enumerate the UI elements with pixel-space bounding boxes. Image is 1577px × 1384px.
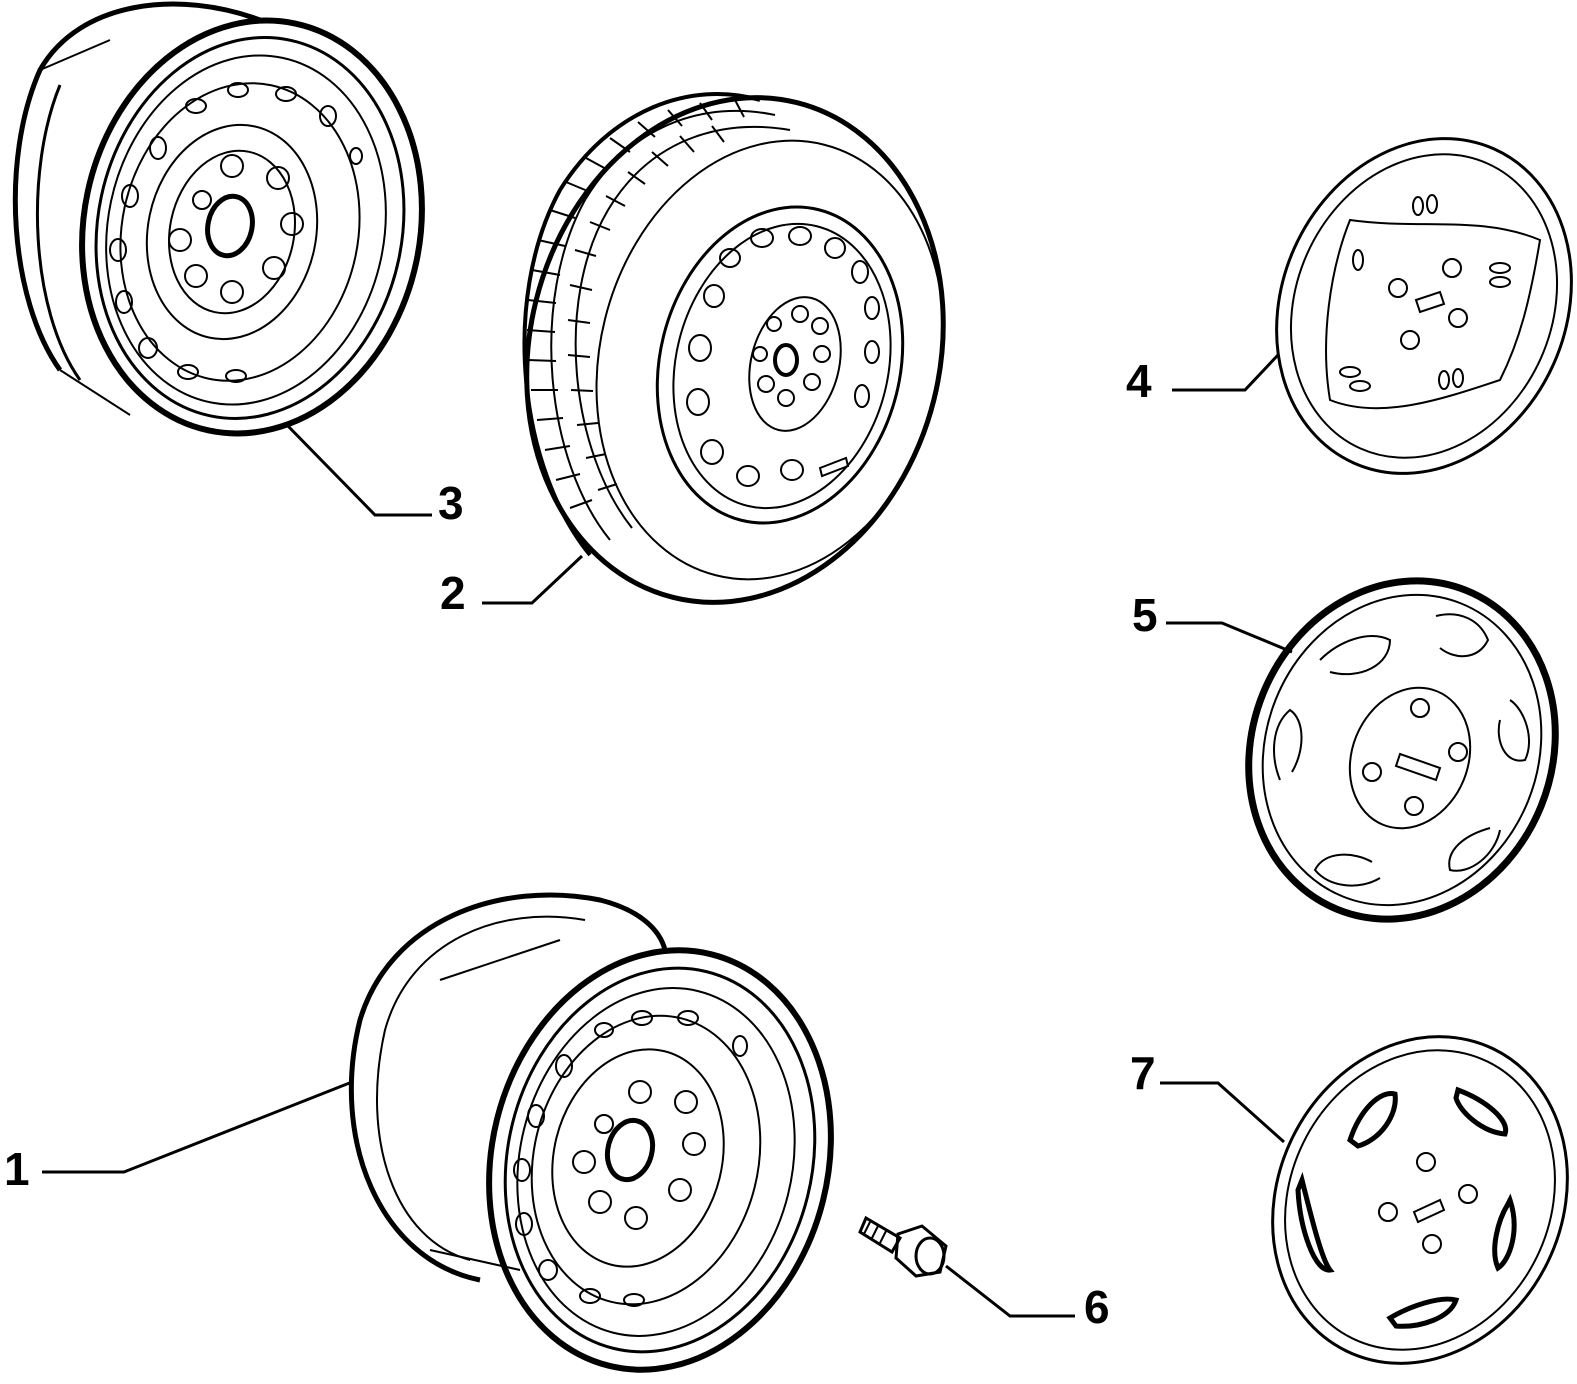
steel-rim-part-1 <box>348 892 834 1373</box>
leader-lines <box>42 353 1293 1318</box>
leader-line-5 <box>1166 621 1293 654</box>
callout-5: 5 <box>1132 589 1158 641</box>
callout-2: 2 <box>440 567 466 619</box>
leader-line-6 <box>945 1264 1075 1318</box>
leader-line-3 <box>284 422 432 517</box>
leader-line-2 <box>482 554 584 605</box>
callout-7: 7 <box>1130 1047 1156 1099</box>
hubcap-part-4 <box>1275 137 1573 475</box>
hubcap-part-7 <box>1271 1035 1569 1365</box>
hubcap-part-5 <box>1245 577 1559 923</box>
leader-line-1 <box>42 1080 353 1174</box>
steel-rim-part-3 <box>12 1 425 437</box>
leader-line-4 <box>1172 353 1280 392</box>
callout-1: 1 <box>4 1143 30 1195</box>
wheel-bolt-part-6 <box>858 1215 948 1278</box>
callout-4: 4 <box>1126 355 1152 407</box>
wheel-with-tyre-part-2 <box>522 92 946 605</box>
callout-3: 3 <box>438 477 464 529</box>
leader-line-7 <box>1160 1081 1285 1144</box>
callout-6: 6 <box>1084 1281 1110 1333</box>
